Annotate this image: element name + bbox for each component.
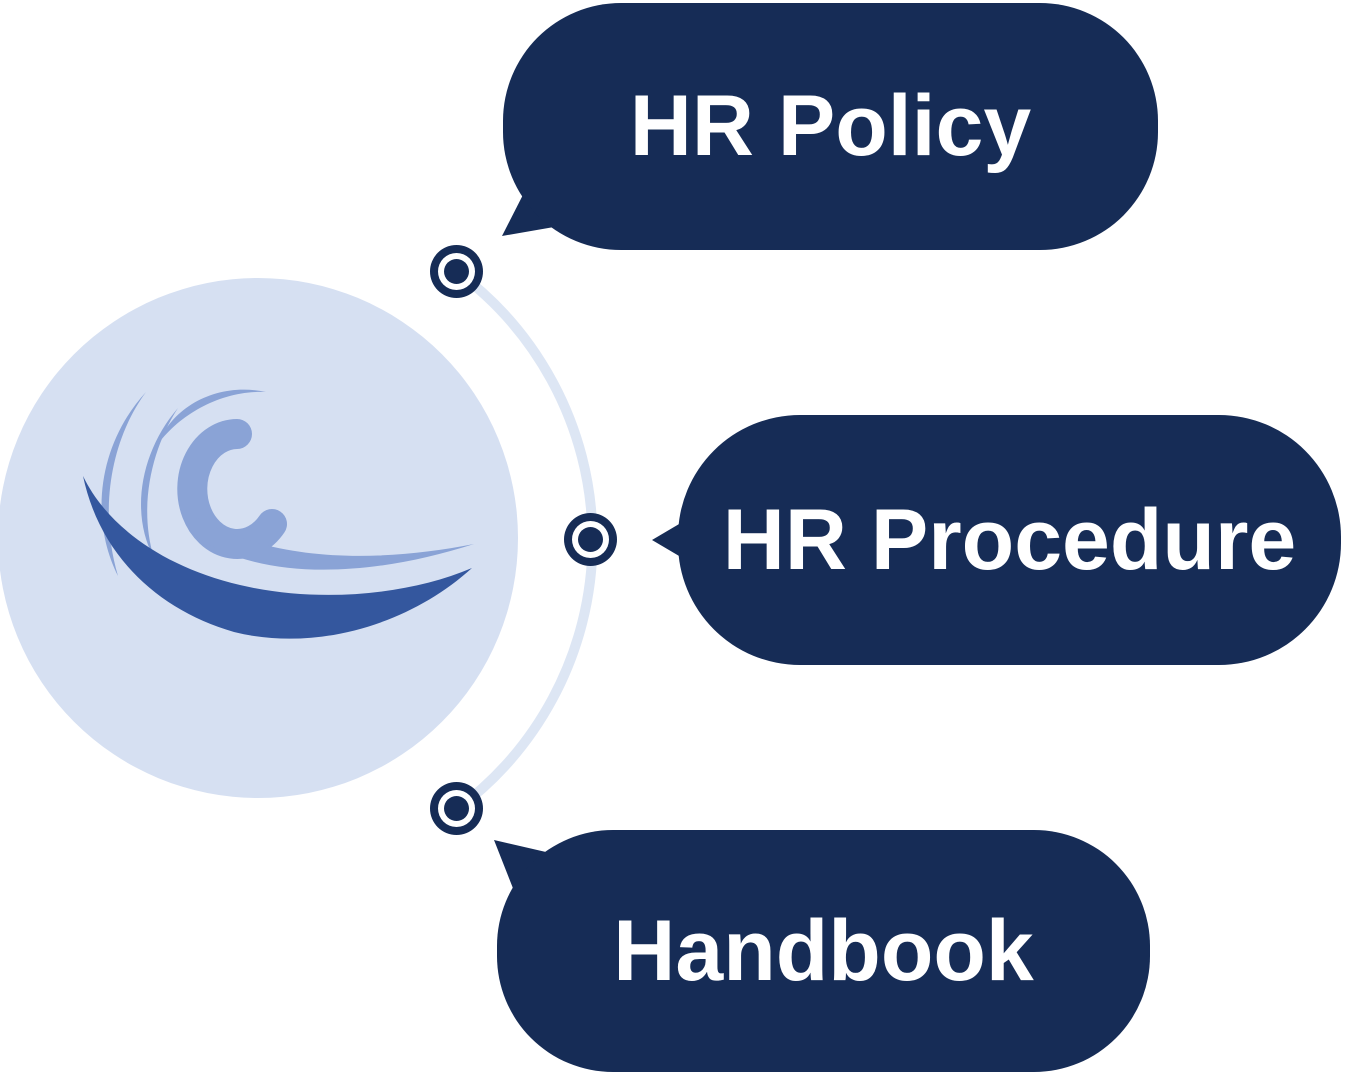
bubble-hr-procedure: HR Procedure (678, 415, 1341, 665)
connector-node-bottom (430, 782, 483, 835)
wave-spray-crescent-outer (101, 392, 146, 576)
node-top-ring (438, 253, 475, 290)
bubble-hr-policy-label: HR Policy (629, 78, 1032, 174)
bubble-handbook-label: Handbook (613, 902, 1034, 999)
wave-logo-icon (83, 389, 474, 639)
node-middle-dot (578, 527, 603, 552)
wave-spray-arc-top (158, 389, 266, 444)
connector-node-top (430, 245, 483, 298)
wave-swoosh-dark (83, 476, 472, 639)
wave-spray-crescent-inner (141, 408, 178, 558)
bubble-hr-policy: HR Policy (503, 3, 1158, 250)
node-bottom-dot (444, 796, 469, 821)
connector-node-middle (564, 513, 617, 566)
wave-tail (188, 518, 474, 570)
node-middle-ring (572, 521, 609, 558)
bubble-handbook: Handbook (497, 830, 1150, 1072)
bubble-hr-procedure-label: HR Procedure (722, 491, 1297, 588)
node-top-dot (444, 259, 469, 284)
node-bottom-ring (438, 790, 475, 827)
logo-circle (0, 278, 518, 798)
